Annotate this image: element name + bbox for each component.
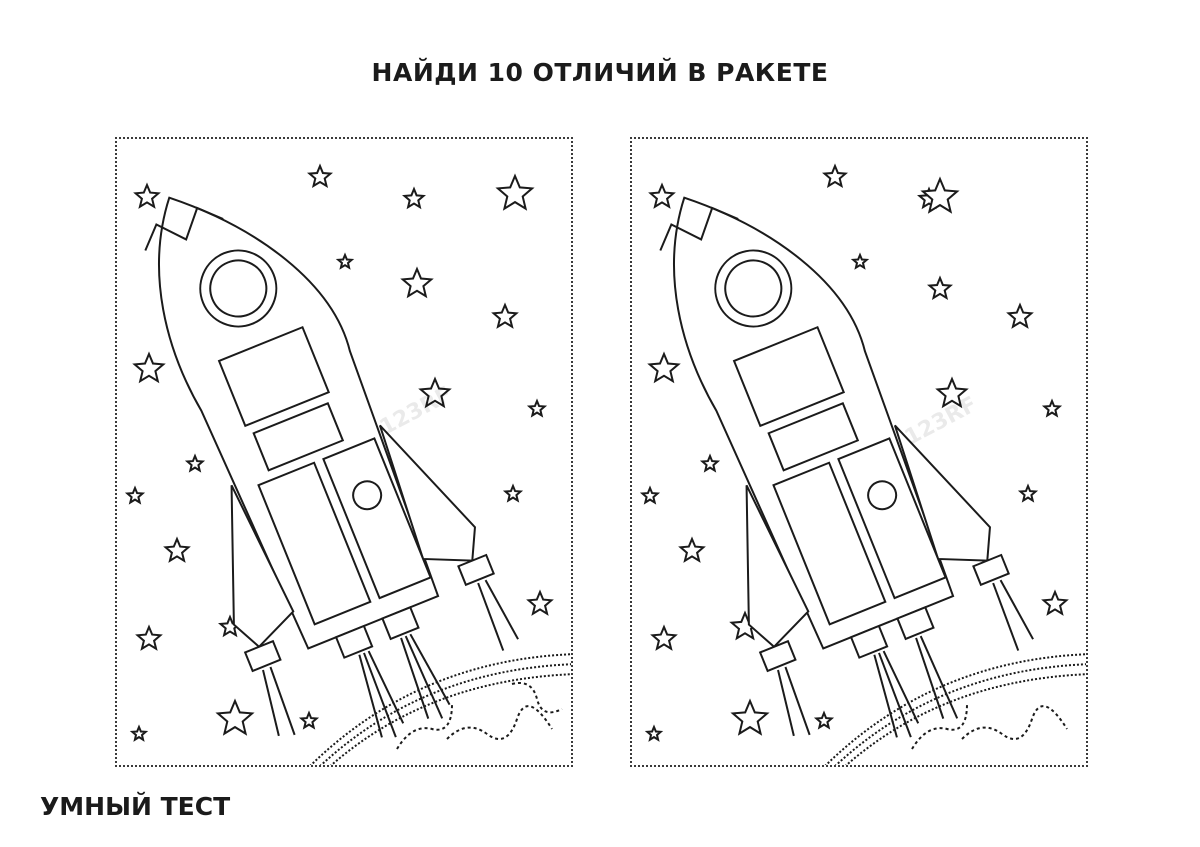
star-icon: [526, 589, 554, 616]
star-icon: [730, 698, 770, 736]
star-icon: [135, 624, 163, 651]
star-icon: [306, 163, 334, 188]
star-icon: [133, 182, 161, 209]
picture-panel-left[interactable]: 123RF: [115, 137, 573, 767]
star-icon: [526, 398, 548, 418]
star-icon: [678, 536, 706, 563]
planet-icon: [824, 653, 1086, 765]
star-icon: [644, 724, 664, 742]
rocket-icon: [144, 196, 519, 738]
rocket-icon: [659, 196, 1034, 738]
star-icon: [502, 483, 524, 503]
picture-panel-right[interactable]: 123RF: [630, 137, 1088, 767]
star-icon: [699, 453, 721, 473]
star-icon: [926, 275, 954, 301]
planet-icon: [309, 653, 571, 765]
star-icon: [402, 186, 426, 210]
porthole-icon: [867, 480, 898, 511]
star-icon: [495, 173, 535, 211]
star-icon: [850, 252, 870, 270]
star-icon: [1006, 302, 1034, 329]
stars-left: [124, 163, 554, 742]
star-icon: [163, 536, 191, 563]
star-icon: [650, 624, 678, 651]
star-icon: [821, 163, 849, 188]
star-icon: [335, 252, 355, 270]
star-icon: [813, 710, 835, 730]
stars-right: [639, 163, 1069, 742]
star-icon: [124, 485, 146, 505]
page-title: НАЙДИ 10 ОТЛИЧИЙ В РАКЕТЕ: [371, 58, 829, 87]
star-icon: [935, 376, 969, 409]
star-icon: [132, 351, 166, 384]
star-icon: [418, 376, 452, 409]
star-icon: [491, 302, 519, 329]
star-icon: [184, 453, 206, 473]
brand-label: УМНЫЙ ТЕСТ: [40, 792, 231, 821]
star-icon: [639, 485, 661, 505]
star-icon: [1041, 398, 1063, 418]
star-icon: [215, 698, 255, 736]
star-icon: [920, 176, 960, 214]
star-icon: [400, 266, 434, 299]
scene-left: [124, 163, 571, 765]
star-icon: [1041, 589, 1069, 616]
star-icon: [298, 710, 320, 730]
scene-right: [639, 163, 1086, 765]
star-icon: [1017, 483, 1039, 503]
star-icon: [647, 351, 681, 384]
star-icon: [648, 182, 676, 209]
star-icon: [129, 724, 149, 742]
porthole-icon: [352, 480, 383, 511]
